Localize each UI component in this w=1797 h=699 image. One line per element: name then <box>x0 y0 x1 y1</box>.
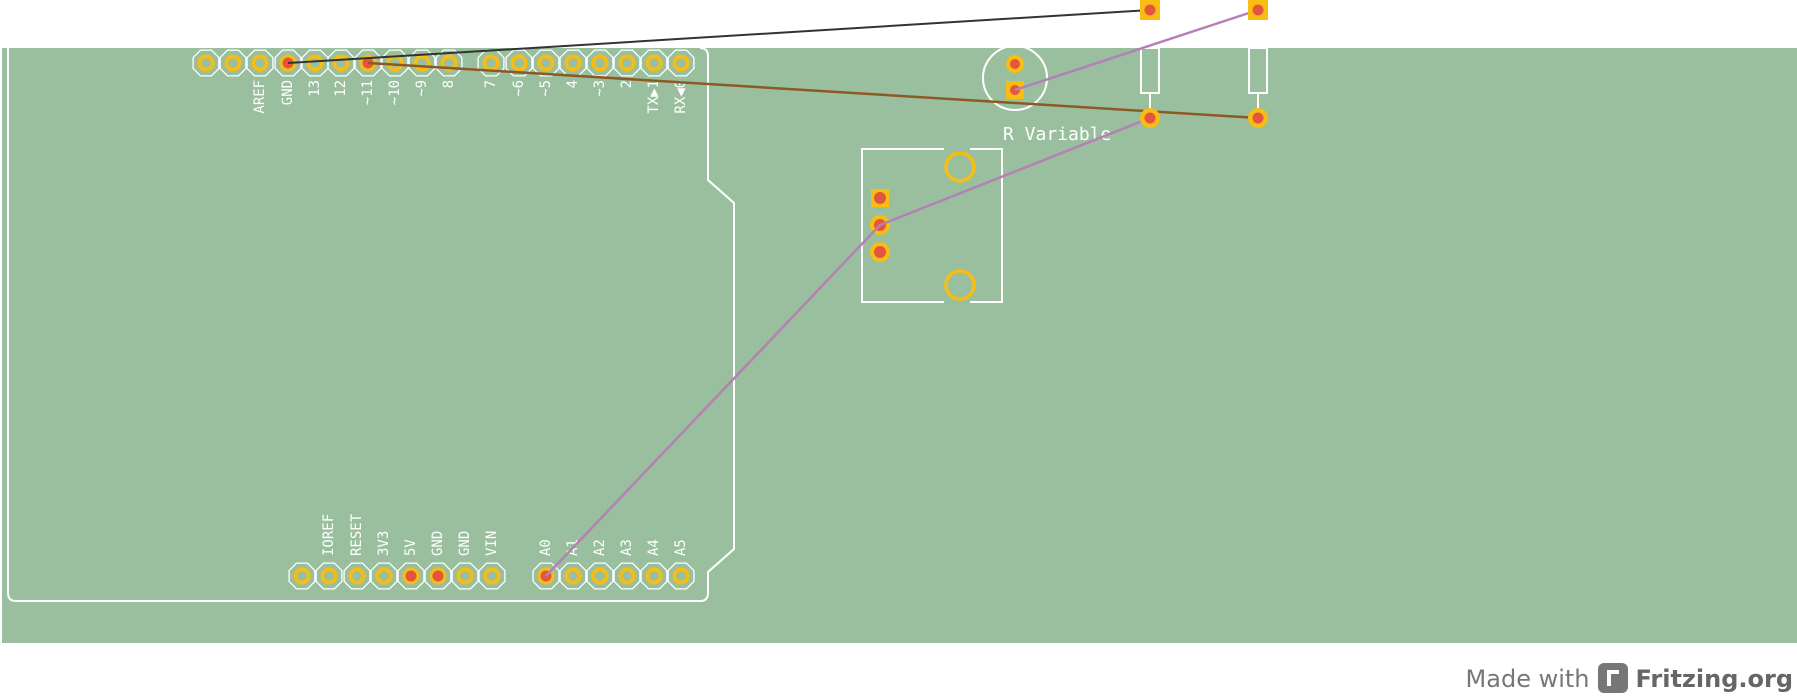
top-pin-label: ~11 <box>360 80 376 105</box>
bottom-pin-label: A0 <box>538 539 554 556</box>
top-header-pin <box>192 49 220 77</box>
potentiometer-pad-3 <box>870 242 890 262</box>
top-pin-label: ~3 <box>592 80 608 97</box>
lead-pad-top-left <box>1140 0 1160 20</box>
lead-pad-top-right <box>1248 0 1268 20</box>
bottom-header-pin <box>315 562 343 590</box>
bottom-pin-label: 3V3 <box>376 531 392 556</box>
bottom-pin-label: A2 <box>592 539 608 556</box>
trace-purple-resistor <box>1014 8 1259 92</box>
bottom-header-pin <box>370 562 398 590</box>
top-header-pin <box>246 49 274 77</box>
potentiometer-pad-1 <box>871 189 889 207</box>
arduino-top-labels: AREF GND 13 12 ~11 ~10 ~9 8 7 ~6 ~5 4 ~3 2 TX▶1 RX◀0 <box>252 80 689 114</box>
bottom-header-pin <box>559 562 587 590</box>
top-pin-label: ~10 <box>387 80 403 105</box>
lead-pad-bottom-left <box>1140 108 1160 128</box>
bottom-pin-label: A5 <box>673 539 689 556</box>
arduino-shield-outline <box>7 47 735 602</box>
variable-resistor-outline <box>982 45 1048 111</box>
potentiometer-mount-hole-top <box>944 151 976 183</box>
trace-purple-pot <box>545 116 1151 577</box>
potentiometer-outline-gap-bottom <box>944 298 970 306</box>
top-pin-label: TX▶1 <box>646 80 662 114</box>
variable-resistor-label: R Variable <box>1003 124 1111 145</box>
top-pin-label: ~6 <box>511 80 527 97</box>
top-pin-label: 4 <box>565 80 581 88</box>
potentiometer-outline-gap <box>944 146 970 154</box>
bottom-pin-label: A3 <box>619 539 635 556</box>
top-header-pin <box>477 49 505 77</box>
bottom-header-pin <box>613 562 641 590</box>
bottom-header-pin <box>667 562 695 590</box>
bottom-header-pin <box>478 562 506 590</box>
top-pin-label: 7 <box>483 80 499 88</box>
top-pin-label: 8 <box>441 80 457 88</box>
bottom-pin-label: 5V <box>403 539 419 556</box>
top-header-pin <box>586 49 614 77</box>
top-pin-label: 13 <box>307 80 323 97</box>
bottom-pin-label: IOREF <box>321 514 337 556</box>
top-header-pin <box>505 49 533 77</box>
bottom-header-pin <box>640 562 668 590</box>
top-header-pin <box>613 49 641 77</box>
top-header-pin <box>219 49 247 77</box>
top-pin-label: ~5 <box>538 80 554 97</box>
trace-brown <box>367 61 1259 120</box>
potentiometer-mount-hole-bottom <box>944 269 976 301</box>
lead-pad-bottom-right <box>1248 108 1268 128</box>
bottom-header-pin <box>343 562 371 590</box>
fritzing-logo-icon <box>1597 663 1628 693</box>
pcb-board <box>2 48 1797 643</box>
bottom-header-pin <box>288 562 316 590</box>
bottom-header-pin <box>397 562 425 590</box>
top-pin-label: RX◀0 <box>673 80 689 114</box>
bottom-header-pin <box>424 562 452 590</box>
top-header-pin <box>640 49 668 77</box>
top-pin-label: AREF <box>252 80 268 114</box>
top-pin-label: GND <box>280 80 296 105</box>
variable-resistor-pad-1 <box>1006 55 1024 73</box>
bottom-header-pin <box>451 562 479 590</box>
top-header-pin <box>667 49 695 77</box>
top-pin-label: ~9 <box>414 80 430 97</box>
top-header-pin <box>532 49 560 77</box>
bottom-pin-label: GND <box>457 531 473 556</box>
potentiometer-outline <box>861 148 1003 303</box>
made-with-text: Made with <box>1465 665 1590 693</box>
bottom-pin-label: RESET <box>349 513 365 556</box>
fritzing-brand: Fritzing.org <box>1635 665 1793 693</box>
trace-black <box>287 9 1151 64</box>
top-pin-label: 2 <box>619 80 635 88</box>
bottom-pin-label: VIN <box>484 531 500 556</box>
arduino-bottom-header <box>288 562 695 590</box>
bottom-pin-label: GND <box>430 531 446 556</box>
fritzing-footer: Made with Fritzing.org <box>1433 659 1793 699</box>
top-pin-label: 12 <box>333 80 349 97</box>
bottom-pin-label: A4 <box>646 539 662 556</box>
bottom-header-pin <box>586 562 614 590</box>
